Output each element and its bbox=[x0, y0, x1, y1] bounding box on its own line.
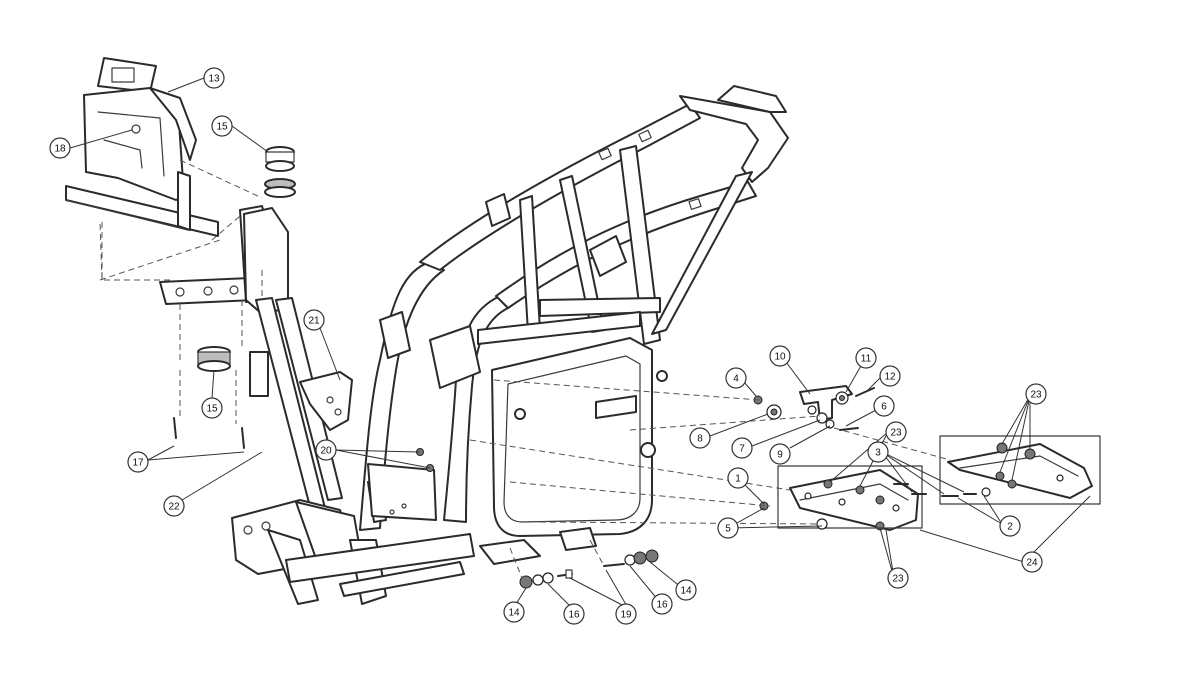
footpeg-bracket-right bbox=[789, 469, 919, 531]
callout-21: 21 bbox=[303, 309, 325, 331]
group-box-footpeg-right bbox=[777, 465, 923, 529]
footpeg-bracket-left bbox=[947, 442, 1093, 499]
callout-5: 5 bbox=[717, 517, 739, 539]
callout-label: 16 bbox=[568, 610, 580, 621]
callout-label: 11 bbox=[861, 354, 872, 365]
callout-13: 13 bbox=[203, 67, 225, 89]
callout-20: 20 bbox=[315, 439, 337, 461]
callout-label: 18 bbox=[54, 144, 66, 155]
callout-label: 1 bbox=[735, 474, 741, 485]
callout-24: 24 bbox=[1021, 551, 1043, 573]
callout-2: 2 bbox=[999, 515, 1021, 537]
callout-4: 4 bbox=[725, 367, 747, 389]
leader-lines bbox=[69, 77, 1091, 609]
headlight-bracket bbox=[65, 57, 219, 237]
callout-label: 3 bbox=[875, 448, 881, 459]
callout-10: 10 bbox=[769, 345, 791, 367]
callout-label: 10 bbox=[774, 352, 786, 363]
callout-11: 11 bbox=[855, 347, 877, 369]
bracket-part-21 bbox=[299, 371, 353, 431]
callout-15-upper: 15 bbox=[211, 115, 233, 137]
callout-7: 7 bbox=[731, 437, 753, 459]
callout-16-right: 16 bbox=[651, 593, 673, 615]
callout-label: 21 bbox=[308, 316, 320, 327]
group-box-footpeg-left bbox=[939, 435, 1101, 505]
callout-label: 15 bbox=[206, 404, 218, 415]
callout-label: 12 bbox=[884, 372, 896, 383]
callout-8: 8 bbox=[689, 427, 711, 449]
callout-23-center: 23 bbox=[885, 421, 907, 443]
callout-label: 24 bbox=[1026, 558, 1038, 569]
callout-label: 7 bbox=[739, 444, 745, 455]
callout-label: 17 bbox=[132, 458, 144, 469]
callout-9: 9 bbox=[769, 443, 791, 465]
callout-label: 5 bbox=[725, 524, 731, 535]
callout-label: 13 bbox=[208, 74, 220, 85]
callout-label: 22 bbox=[168, 502, 180, 513]
callout-label: 4 bbox=[733, 374, 739, 385]
callout-label: 6 bbox=[881, 402, 887, 413]
callout-16-left: 16 bbox=[563, 603, 585, 625]
callout-label: 20 bbox=[320, 446, 332, 457]
callout-label: 23 bbox=[890, 428, 902, 439]
callout-23-right: 23 bbox=[1025, 383, 1047, 405]
callout-6: 6 bbox=[873, 395, 895, 417]
callout-18: 18 bbox=[49, 137, 71, 159]
callout-3: 3 bbox=[867, 441, 889, 463]
callout-label: 23 bbox=[892, 574, 904, 585]
hardware-rear-bracket bbox=[753, 387, 875, 431]
callout-label: 16 bbox=[656, 600, 668, 611]
callout-12: 12 bbox=[879, 365, 901, 387]
assembly-guide-lines bbox=[99, 159, 951, 579]
callout-label: 2 bbox=[1007, 522, 1013, 533]
callout-label: 8 bbox=[697, 434, 703, 445]
main-frame bbox=[231, 85, 789, 605]
steering-bearing-lower bbox=[197, 346, 231, 372]
callout-label: 9 bbox=[777, 450, 783, 461]
callout-label: 23 bbox=[1030, 390, 1042, 401]
callout-23-bottom: 23 bbox=[887, 567, 909, 589]
callout-14-left: 14 bbox=[503, 601, 525, 623]
callout-15-lower: 15 bbox=[201, 397, 223, 419]
callout-label: 14 bbox=[680, 586, 692, 597]
callout-14-right: 14 bbox=[675, 579, 697, 601]
callout-label: 19 bbox=[620, 610, 632, 621]
callout-label: 14 bbox=[508, 608, 520, 619]
callout-label: 15 bbox=[216, 122, 228, 133]
callout-19: 19 bbox=[615, 603, 637, 625]
callout-17: 17 bbox=[127, 451, 149, 473]
callout-1: 1 bbox=[727, 467, 749, 489]
steering-bearing-upper bbox=[264, 146, 296, 198]
callout-22: 22 bbox=[163, 495, 185, 517]
